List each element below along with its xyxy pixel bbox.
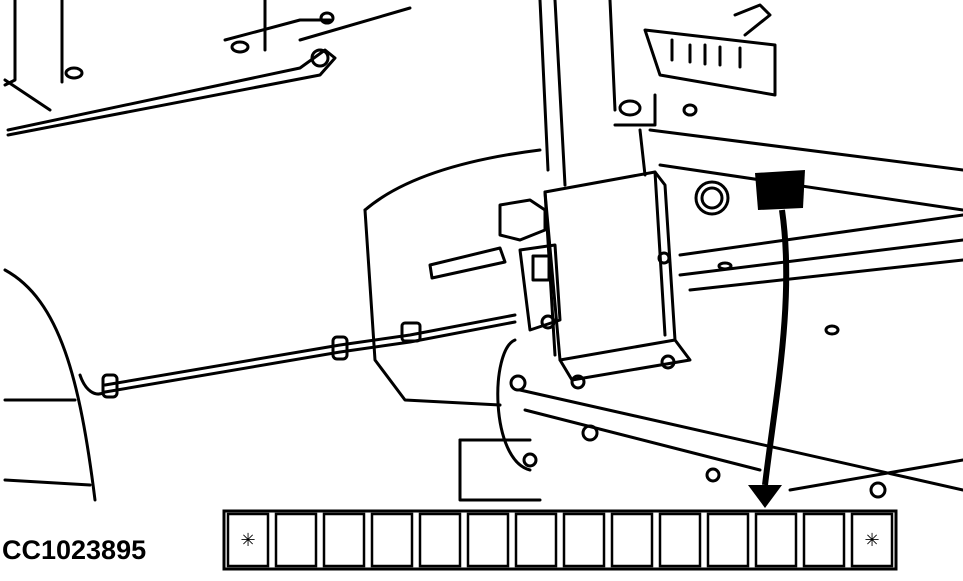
connector-cavity-strip: ✳✳ (222, 509, 898, 571)
cavity-end-marker: ✳ (864, 530, 879, 551)
connector-cavity (514, 512, 558, 568)
connector-cavity (658, 512, 702, 568)
connector-cavity (706, 512, 750, 568)
connector-cavity (370, 512, 414, 568)
connector-cavity (466, 512, 510, 568)
highlight-callout (748, 170, 805, 508)
frame-rails (648, 128, 963, 336)
connector-cavity (610, 512, 654, 568)
connector-cavity (226, 512, 270, 568)
connector-cavity (322, 512, 366, 568)
connector-cavity (850, 512, 894, 568)
lower-bracket (458, 338, 963, 502)
connector-cavity (418, 512, 462, 568)
connector-cavity (562, 512, 606, 568)
figure-id-label: CC1023895 (2, 535, 147, 565)
connector-outline (222, 509, 898, 571)
terminal-highlight (755, 170, 805, 210)
callout-arrowhead (748, 485, 782, 508)
callout-arrow (762, 209, 790, 486)
connector-cavity (754, 512, 798, 568)
label-bracket (613, 3, 777, 127)
cavity-end-marker: ✳ (240, 530, 255, 551)
connector-housing (498, 170, 692, 390)
connector-cavity (802, 512, 846, 568)
wire-harness (78, 246, 517, 399)
upper-left-bracket (3, 0, 412, 137)
fender (3, 148, 542, 502)
connector-cavity (274, 512, 318, 568)
vertical-panel (538, 0, 647, 187)
